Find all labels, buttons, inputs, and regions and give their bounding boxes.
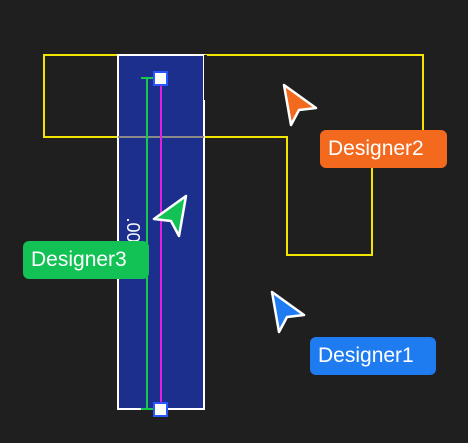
pointer-arrow-icon [270, 290, 306, 334]
designer1-cursor-tag: Designer1 [310, 337, 436, 375]
designer3-cursor-tag: Designer3 [23, 241, 149, 279]
pointer-arrow-icon [152, 194, 188, 238]
resize-handle-bottom[interactable] [153, 402, 168, 417]
bar-notch [204, 55, 207, 100]
pointer-arrow-icon [282, 83, 318, 127]
resize-handle-top[interactable] [153, 71, 168, 86]
designer2-cursor-tag: Designer2 [320, 130, 447, 168]
